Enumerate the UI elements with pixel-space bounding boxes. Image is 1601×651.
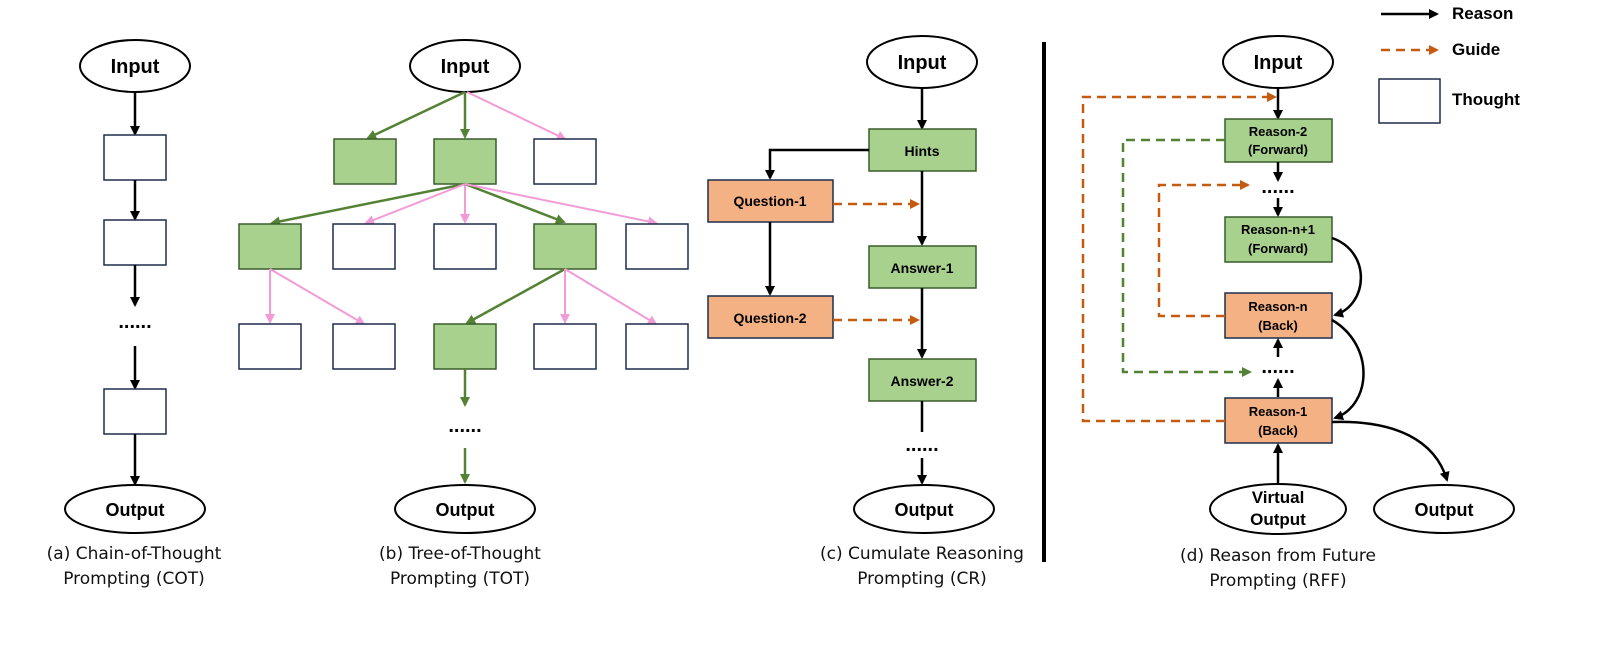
rff-reasonn1-label-1: Reason-n+1 (1241, 222, 1315, 237)
tot-l2-node-2 (332, 223, 396, 270)
tot-edge-l1-l2e (464, 183, 658, 227)
tot-edge-l1-l2d (464, 182, 566, 224)
tot-l3-node-3 (433, 323, 497, 370)
tot-l2-node-3 (433, 223, 497, 270)
rff-reasonn1-label-2: (Forward) (1248, 241, 1308, 256)
rff-curve-rn1-rn (1331, 236, 1363, 318)
tot-panel: Input ...... Output (238, 39, 689, 589)
tot-l3-node-2 (332, 323, 396, 370)
tot-l1-node-3 (533, 138, 597, 185)
tot-edge-l1-l2b (364, 183, 466, 225)
rff-reason1-label-1: Reason-1 (1249, 404, 1308, 419)
legend-thought-swatch (1378, 78, 1441, 124)
cot-input-label: Input (111, 56, 160, 78)
tot-edge-l2-l3e (564, 268, 658, 326)
rff-reasonn-node (1224, 292, 1333, 339)
cot-dots: ...... (118, 311, 151, 333)
rff-reason2-label-2: (Forward) (1248, 142, 1308, 157)
rff-guide-r2-dots (1121, 138, 1252, 377)
tot-edge-l2-l3c (465, 267, 566, 325)
cot-panel: Input ...... Output (a) Chain-of-Thought… (47, 39, 222, 589)
rff-output-node (1373, 484, 1515, 534)
tot-l1-node-1 (333, 138, 397, 185)
tot-edge-l2-l3b (269, 268, 366, 326)
rff-reason2-label-1: Reason-2 (1249, 124, 1308, 139)
cot-output-label: Output (106, 500, 165, 520)
tot-dots: ...... (448, 415, 481, 437)
rff-virtual-label-1: Virtual (1252, 488, 1305, 507)
cot-thought-1 (103, 134, 167, 181)
legend-thought-label: Thought (1452, 90, 1520, 109)
tot-l1-node-2 (433, 138, 497, 185)
rff-curve-r1-output (1331, 420, 1450, 482)
cr-question1-node (707, 179, 834, 223)
cr-question1-label: Question-1 (733, 193, 806, 209)
tot-l3-node-1 (238, 323, 302, 370)
cr-panel: Input Hints Question-1 Question-2 Answer… (707, 35, 1024, 589)
cr-answer1-node (868, 245, 977, 289)
tot-l2-node-1 (238, 223, 302, 270)
rff-virtual-label-2: Output (1250, 510, 1306, 529)
rff-output-label: Output (1415, 500, 1474, 520)
cot-caption-line1: (a) Chain-of-Thought (47, 544, 222, 564)
tot-l2-node-4 (533, 223, 597, 270)
rff-caption-line1: (d) Reason from Future (1180, 546, 1376, 566)
tot-edge-in-l1a (366, 90, 466, 140)
rff-curve-rn-r1 (1331, 318, 1365, 421)
cr-input-label: Input (898, 52, 947, 74)
cr-question2-label: Question-2 (733, 310, 806, 326)
cr-arrow-hints-q1 (765, 148, 869, 180)
cr-answer2-node (868, 358, 977, 402)
rff-caption-line2: Prompting (RFF) (1209, 571, 1346, 591)
cot-caption-line2: Prompting (COT) (63, 569, 205, 589)
rff-dots-top: ...... (1261, 176, 1294, 198)
cr-question2-node (707, 295, 834, 339)
rff-input-label: Input (1254, 52, 1303, 74)
cr-caption-line1: (c) Cumulate Reasoning (820, 544, 1024, 564)
tot-output-node (394, 484, 536, 534)
tot-output-label: Output (436, 500, 495, 520)
tot-l3-node-5 (625, 323, 689, 370)
legend-guide-label: Guide (1452, 40, 1500, 59)
rff-guide-r1-input (1081, 92, 1277, 423)
cr-answer1-label: Answer-1 (890, 260, 953, 276)
legend: Reason Guide Thought (1378, 4, 1520, 124)
cr-output-label: Output (895, 500, 954, 520)
cr-dots: ...... (905, 434, 938, 456)
rff-reason1-node (1224, 397, 1333, 444)
cot-output-node (64, 484, 206, 534)
cot-thought-2 (103, 219, 167, 266)
cr-hints-label: Hints (905, 143, 940, 159)
tot-l3-node-4 (533, 323, 597, 370)
tot-edge-l1-l2a (270, 182, 466, 227)
rff-guide-rn-dots (1157, 180, 1250, 318)
cr-output-node (853, 484, 995, 534)
rff-reasonn-label-1: Reason-n (1248, 299, 1307, 314)
tot-input-label: Input (441, 56, 490, 78)
rff-dots-mid: ...... (1261, 356, 1294, 378)
rff-reasonn1-node (1224, 216, 1333, 263)
rff-reason1-label-2: (Back) (1258, 423, 1298, 438)
tot-caption-line1: (b) Tree-of-Thought (379, 544, 541, 564)
cot-thought-3 (103, 388, 167, 435)
rff-panel: Input Reason-2 (Forward) ...... Reason-n… (1081, 35, 1515, 591)
tot-edge-in-l1c (466, 91, 567, 141)
cr-caption-line2: Prompting (CR) (857, 569, 987, 589)
tot-l2-node-5 (625, 223, 689, 270)
rff-reasonn-label-2: (Back) (1258, 318, 1298, 333)
rff-virtual-output-node (1209, 483, 1347, 535)
tot-caption-line2: Prompting (TOT) (390, 569, 530, 589)
legend-reason-label: Reason (1452, 4, 1513, 23)
cr-answer2-label: Answer-2 (890, 373, 953, 389)
